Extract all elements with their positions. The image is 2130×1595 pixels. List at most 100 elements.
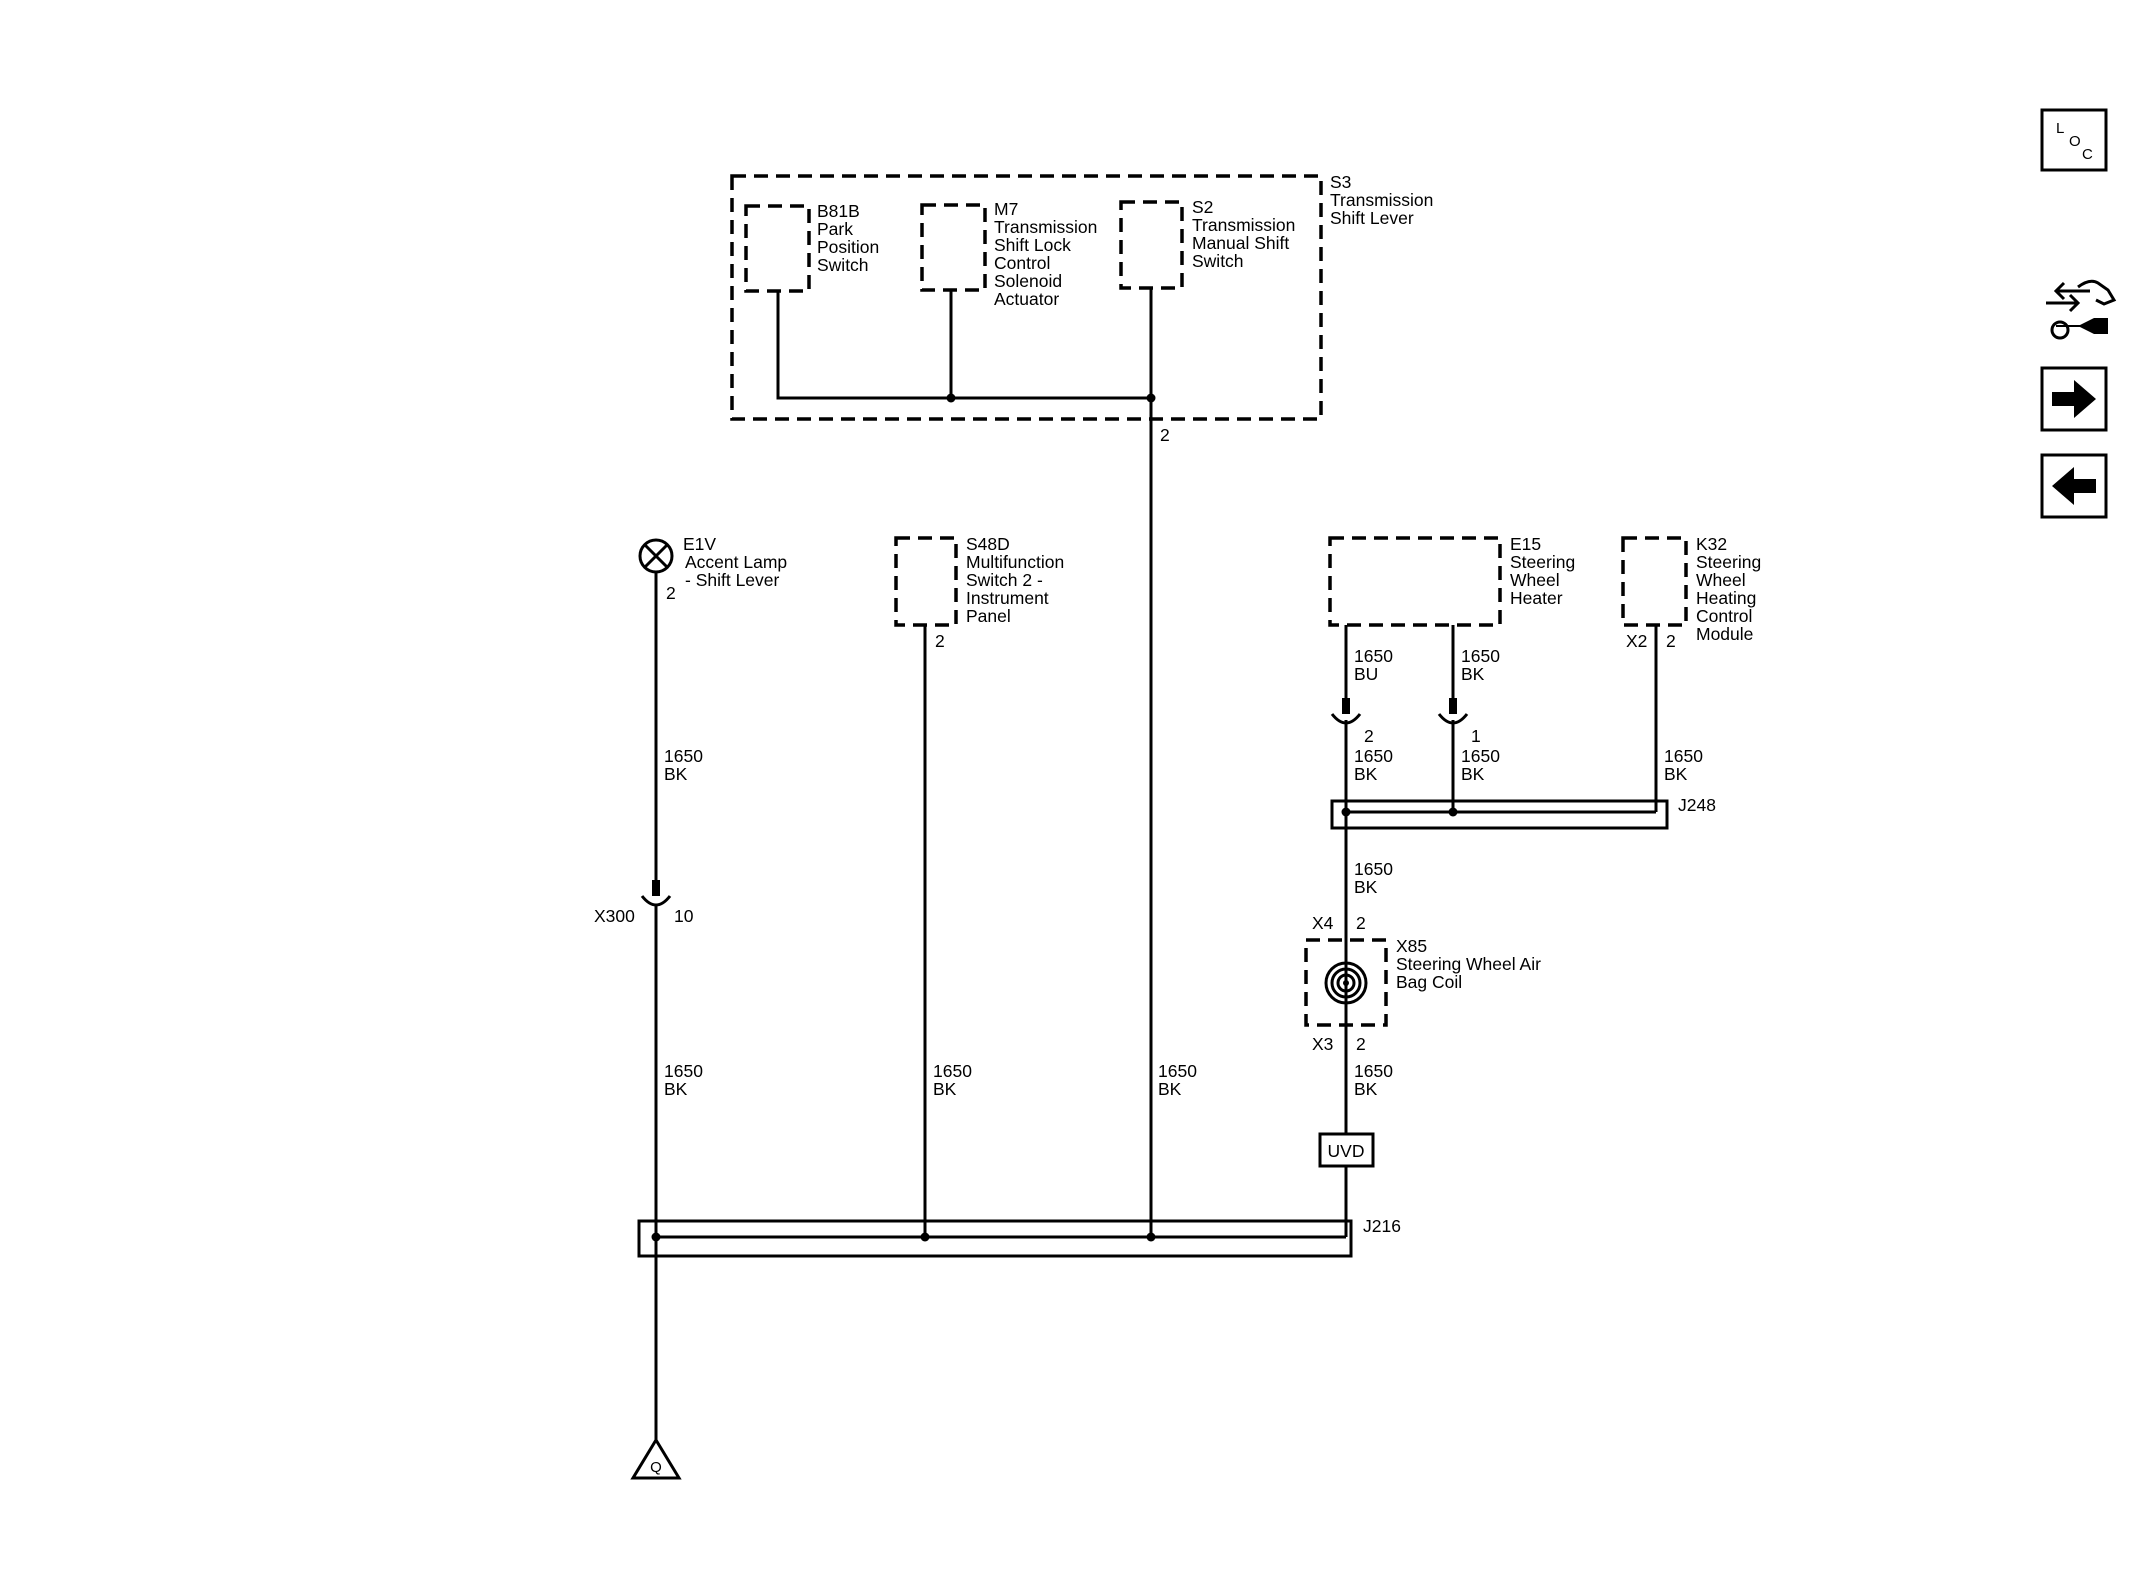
next-arrow-icon [2052,380,2096,418]
s2-line1: Transmission [1192,215,1295,235]
m7-line2: Shift Lock [994,235,1071,255]
j248-label: J248 [1678,795,1716,815]
m7-line5: Actuator [994,289,1059,309]
s48d-ref: S48D [966,534,1010,554]
j248-splice-pack: J248 [1330,795,1716,830]
x85-steering-wheel-airbag-coil: X4 2 X85 Steering Wheel Air Bag Coil X3 … [1304,913,1541,1054]
wire-label: BK [1461,664,1485,684]
m7-ref: M7 [994,199,1018,219]
e1v-accent-lamp: E1V Accent Lamp - Shift Lever 2 [638,534,787,603]
x85-line2: Bag Coil [1396,972,1462,992]
s3-transmission-shift-lever: S3 Transmission Shift Lever B81B Park Po… [730,172,1433,421]
wire-label: 1650 [664,746,703,766]
wire-label: BK [1664,764,1688,784]
connector-tool-icon[interactable] [2046,279,2117,340]
k32-line1: Steering [1696,552,1761,572]
x85-bottom-pin: 2 [1356,1034,1366,1054]
wire-label: 1650 [1354,1061,1393,1081]
x85-top-connector: X4 [1312,913,1334,933]
s2-line3: Switch [1192,251,1244,271]
e15-inline-b-pin: 1 [1471,726,1481,746]
wire-label: 1650 [1354,746,1393,766]
lamp-icon [643,543,669,569]
k32-ref: K32 [1696,534,1727,554]
x85-line1: Steering Wheel Air [1396,954,1541,974]
loc-o: O [2069,133,2081,150]
wire-label: BU [1354,664,1378,684]
clockspring-coil-icon [1324,961,1368,1005]
e15-line3: Heater [1510,588,1563,608]
s2-ref: S2 [1192,197,1213,217]
s3-line1: Transmission [1330,190,1433,210]
wire-label: BK [1158,1079,1182,1099]
e1v-pin-label: 2 [666,583,676,603]
e15-ref: E15 [1510,534,1541,554]
x300-connector-label: X300 [594,906,635,926]
m7-shift-lock-solenoid: M7 Transmission Shift Lock Control Solen… [920,199,1097,309]
inline-connector-e15-a: 2 [1330,698,1374,746]
inline-connector-x300: X300 10 [594,880,694,926]
x85-bottom-connector: X3 [1312,1034,1333,1054]
wire-label: BK [664,1079,688,1099]
e1v-line1: Accent Lamp [685,552,787,572]
back-arrow-button[interactable] [2040,453,2108,519]
loc-l: L [2056,120,2064,137]
wire-label: 1650 [1664,746,1703,766]
m7-line3: Control [994,253,1050,273]
e15-inline-a-pin: 2 [1364,726,1374,746]
b81b-line2: Position [817,237,879,257]
e15-steering-wheel-heater: E15 Steering Wheel Heater [1328,534,1575,627]
uvd-box: UVD [1318,1132,1375,1168]
k32-line2: Wheel [1696,570,1746,590]
inline-connector-e15-b: 1 [1437,698,1481,746]
e15-line1: Steering [1510,552,1575,572]
s48d-line4: Panel [966,606,1011,626]
next-arrow-button[interactable] [2040,366,2108,432]
k32-line5: Module [1696,624,1753,644]
back-arrow-icon [2052,467,2096,505]
wire-label: BK [1354,877,1378,897]
wires [654,398,1658,1440]
loc-c: C [2082,146,2093,163]
x300-pin-label: 10 [674,906,694,926]
b81b-ref: B81B [817,201,860,221]
s3-internal-wiring [776,288,1153,400]
k32-pin-label: 2 [1666,631,1676,651]
k32-line4: Control [1696,606,1752,626]
s2-manual-shift-switch: S2 Transmission Manual Shift Switch [1119,197,1295,290]
m7-line1: Transmission [994,217,1097,237]
s2-line2: Manual Shift [1192,233,1289,253]
wire-label: BK [1354,764,1378,784]
j216-splice-pack: J216 [637,1216,1401,1258]
e1v-line2: - Shift Lever [685,570,780,590]
s3-ref: S3 [1330,172,1351,192]
wire-label: BK [933,1079,957,1099]
loc-button[interactable]: L O C [2040,108,2108,172]
wire-label: BK [1461,764,1485,784]
x85-top-pin: 2 [1356,913,1366,933]
wire-label: BK [1354,1079,1378,1099]
wire-label: 1650 [1354,646,1393,666]
wire-label: 1650 [933,1061,972,1081]
k32-connector-label: X2 [1626,631,1647,651]
ground-label: Q [650,1459,662,1476]
j216-label: J216 [1363,1216,1401,1236]
wire-label: 1650 [1158,1061,1197,1081]
s3-junction-dot [946,393,956,403]
b81b-line3: Switch [817,255,869,275]
e1v-ref: E1V [683,534,716,554]
wire-labels: 1650 BK 1650 BK 1650 BK 1650 BK 1650 BU … [664,646,1703,1099]
x85-ref: X85 [1396,936,1427,956]
s48d-line3: Instrument [966,588,1049,608]
wire-label: 1650 [664,1061,703,1081]
m7-line4: Solenoid [994,271,1062,291]
s2-pin-label: 2 [1160,425,1170,445]
s48d-line2: Switch 2 - [966,570,1043,590]
wire-label: 1650 [1461,646,1500,666]
k32-heating-control-module: K32 Steering Wheel Heating Control Modul… [1621,534,1761,651]
b81b-line1: Park [817,219,853,239]
ground-q: Q [630,1437,682,1480]
wire-label: BK [664,764,688,784]
b81b-park-position-switch: B81B Park Position Switch [744,201,879,293]
